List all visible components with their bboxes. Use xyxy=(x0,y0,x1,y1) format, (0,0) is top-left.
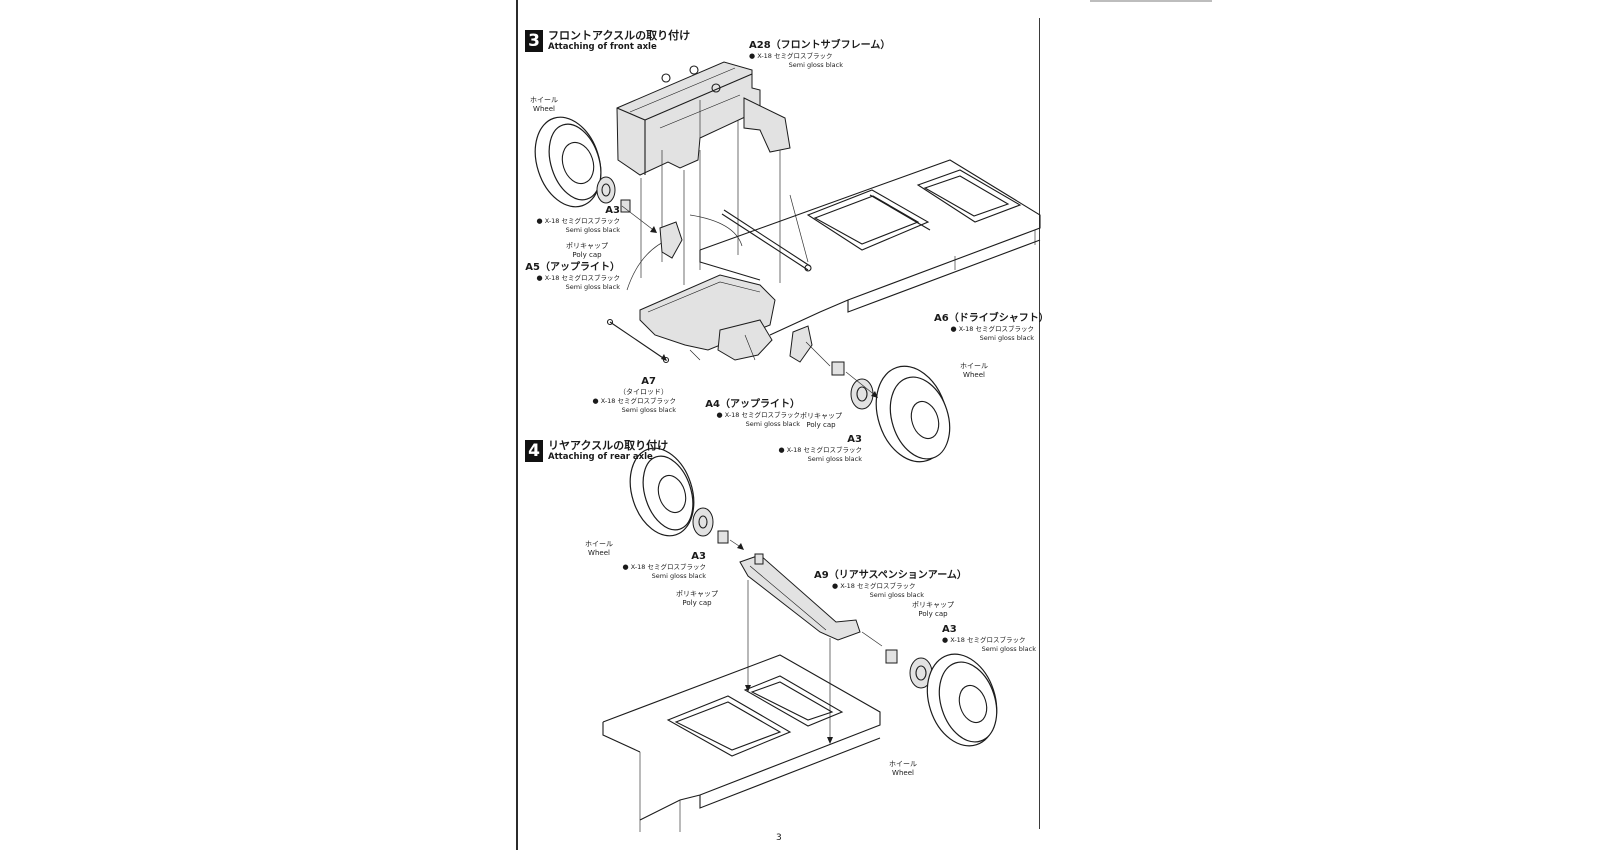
label-en: Wheel xyxy=(892,769,914,777)
step-3-number-badge: 3 xyxy=(525,30,543,52)
rear-chassis-drawing xyxy=(602,654,881,832)
callout-a4: A4（アップライト） ● X-18 セミグロスブラック Semi gloss b… xyxy=(700,399,800,429)
step-3-title-jp: フロントアクスルの取り付け xyxy=(548,29,691,42)
label-jp: ホイール xyxy=(889,760,917,768)
paint-finish: Semi gloss black xyxy=(565,226,620,234)
page-frame-right xyxy=(1039,18,1040,829)
label-en: Poly cap xyxy=(806,421,836,429)
callout-a7: A7 （タイロッド） ● X-18 セミグロスブラック Semi gloss b… xyxy=(578,376,677,415)
label-jp: ホイール xyxy=(530,96,558,104)
drive-shaft-drawing xyxy=(721,209,812,272)
paint-dot-icon: ● xyxy=(942,636,949,644)
rear-left-wheel-drawing xyxy=(629,447,744,550)
part-label-a5: A5（アップライト） xyxy=(525,262,620,273)
step-4-title-jp: リヤアクスルの取り付け xyxy=(548,439,669,452)
label-en: Wheel xyxy=(588,549,610,557)
rear-right-wheel-drawing xyxy=(885,649,998,747)
paint-code: ● X-18 セミグロスブラック xyxy=(778,446,863,454)
label-jp: ポリキャップ xyxy=(566,242,608,250)
paint-finish: Semi gloss black xyxy=(651,572,706,580)
label-en: Poly cap xyxy=(572,251,602,259)
callout-polycap-front-left: ポリキャップ Poly cap xyxy=(566,242,608,260)
callout-polycap-front-right: ポリキャップ Poly cap xyxy=(800,412,842,430)
label-jp: ポリキャップ xyxy=(676,590,718,598)
part-label-a3: A3 xyxy=(942,624,957,635)
callout-a3-rear-right: A3 ● X-18 セミグロスブラック Semi gloss black xyxy=(942,624,1036,654)
step-4-number-badge: 4 xyxy=(525,440,543,462)
step-3-title-en: Attaching of front axle xyxy=(548,42,657,52)
paint-dot-icon: ● xyxy=(950,325,957,333)
part-label-a28: A28（フロントサブフレーム） xyxy=(749,40,891,51)
paint-code: ● X-18 セミグロスブラック xyxy=(716,411,801,419)
page-frame-left xyxy=(516,0,518,850)
paint-dot-icon: ● xyxy=(778,446,785,454)
paint-dot-icon: ● xyxy=(536,274,543,282)
paint-code: ● X-18 セミグロスブラック xyxy=(622,563,707,571)
paint-code: ● X-18 セミグロスブラック xyxy=(950,325,1035,333)
paint-dot-icon: ● xyxy=(749,52,756,60)
paint-finish: Semi gloss black xyxy=(869,591,924,599)
paint-finish: Semi gloss black xyxy=(979,334,1034,342)
part-label-a3: A3 xyxy=(691,551,706,562)
callout-polycap-rear-left: ポリキャップ Poly cap xyxy=(676,590,718,608)
front-subframe-drawing xyxy=(616,61,791,176)
paint-finish: Semi gloss black xyxy=(565,283,620,291)
paint-finish: Semi gloss black xyxy=(807,455,862,463)
paint-finish: Semi gloss black xyxy=(788,61,843,69)
label-en: Wheel xyxy=(533,105,555,113)
callout-wheel-front-left: ホイール Wheel xyxy=(530,96,558,114)
paint-dot-icon: ● xyxy=(832,582,839,590)
part-label-a3: A3 xyxy=(847,434,862,445)
callout-wheel-rear-right: ホイール Wheel xyxy=(889,760,917,778)
callout-a3-front-left: A3 ● X-18 セミグロスブラック Semi gloss black xyxy=(520,205,621,235)
front-chassis-drawing xyxy=(699,159,1041,336)
paint-dot-icon: ● xyxy=(622,563,629,571)
part-label-a7: A7 xyxy=(641,376,656,387)
part-label-a7-sub: （タイロッド） xyxy=(619,388,668,396)
label-en: Poly cap xyxy=(682,599,712,607)
label-en: Wheel xyxy=(963,371,985,379)
paint-dot-icon: ● xyxy=(592,397,599,405)
callout-a3-rear-left: A3 ● X-18 セミグロスブラック Semi gloss black xyxy=(606,551,707,581)
paint-code: ● X-18 セミグロスブラック xyxy=(942,636,1026,644)
part-label-a4: A4（アップライト） xyxy=(705,399,800,410)
label-en: Poly cap xyxy=(918,610,948,618)
callout-wheel-front-right: ホイール Wheel xyxy=(960,362,988,380)
part-label-a9: A9（リアサスペンションアーム） xyxy=(814,570,967,581)
callout-a3-front-right: A3 ● X-18 セミグロスブラック Semi gloss black xyxy=(762,434,863,464)
callout-a28: A28（フロントサブフレーム） ● X-18 セミグロスブラック Semi gl… xyxy=(749,40,890,70)
paint-code: ● X-18 セミグロスブラック xyxy=(536,274,621,282)
paint-finish: Semi gloss black xyxy=(745,420,800,428)
part-label-a6: A6（ドライブシャフト） xyxy=(934,313,1049,324)
front-axle-housing-drawing xyxy=(639,274,776,361)
paint-code: ● X-18 セミグロスブラック xyxy=(832,582,916,590)
label-jp: ポリキャップ xyxy=(800,412,842,420)
scan-edge-line xyxy=(1090,0,1212,2)
callout-polycap-rear-right: ポリキャップ Poly cap xyxy=(912,601,954,619)
front-right-wheel-drawing xyxy=(789,325,951,463)
paint-dot-icon: ● xyxy=(716,411,723,419)
callout-a9: A9（リアサスペンションアーム） ● X-18 セミグロスブラック Semi g… xyxy=(814,570,967,600)
paint-code: ● X-18 セミグロスブラック xyxy=(749,52,833,60)
page-number: 3 xyxy=(776,833,782,843)
paint-code: ● X-18 セミグロスブラック xyxy=(592,397,677,405)
callout-wheel-rear-left: ホイール Wheel xyxy=(585,540,613,558)
label-jp: ポリキャップ xyxy=(912,601,954,609)
tie-rod-drawing xyxy=(606,318,670,364)
paint-finish: Semi gloss black xyxy=(621,406,676,414)
label-jp: ホイール xyxy=(585,540,613,548)
paint-finish: Semi gloss black xyxy=(981,645,1036,653)
step-4-title-en: Attaching of rear axle xyxy=(548,452,653,462)
paint-dot-icon: ● xyxy=(536,217,543,225)
part-label-a3: A3 xyxy=(605,205,620,216)
rear-suspension-arm-drawing xyxy=(739,553,861,641)
paint-code: ● X-18 セミグロスブラック xyxy=(536,217,621,225)
callout-a6: A6（ドライブシャフト） ● X-18 セミグロスブラック Semi gloss… xyxy=(934,313,1049,343)
label-jp: ホイール xyxy=(960,362,988,370)
front-left-wheel-drawing xyxy=(534,116,683,259)
callout-a5: A5（アップライト） ● X-18 セミグロスブラック Semi gloss b… xyxy=(520,262,620,292)
